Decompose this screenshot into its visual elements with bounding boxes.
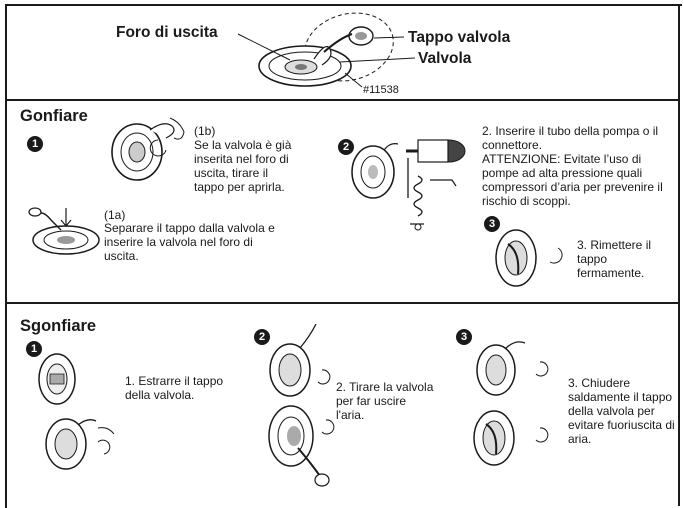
- deflate-step-3-text: 3. Chiudere saldamente il tappo della va…: [568, 376, 678, 446]
